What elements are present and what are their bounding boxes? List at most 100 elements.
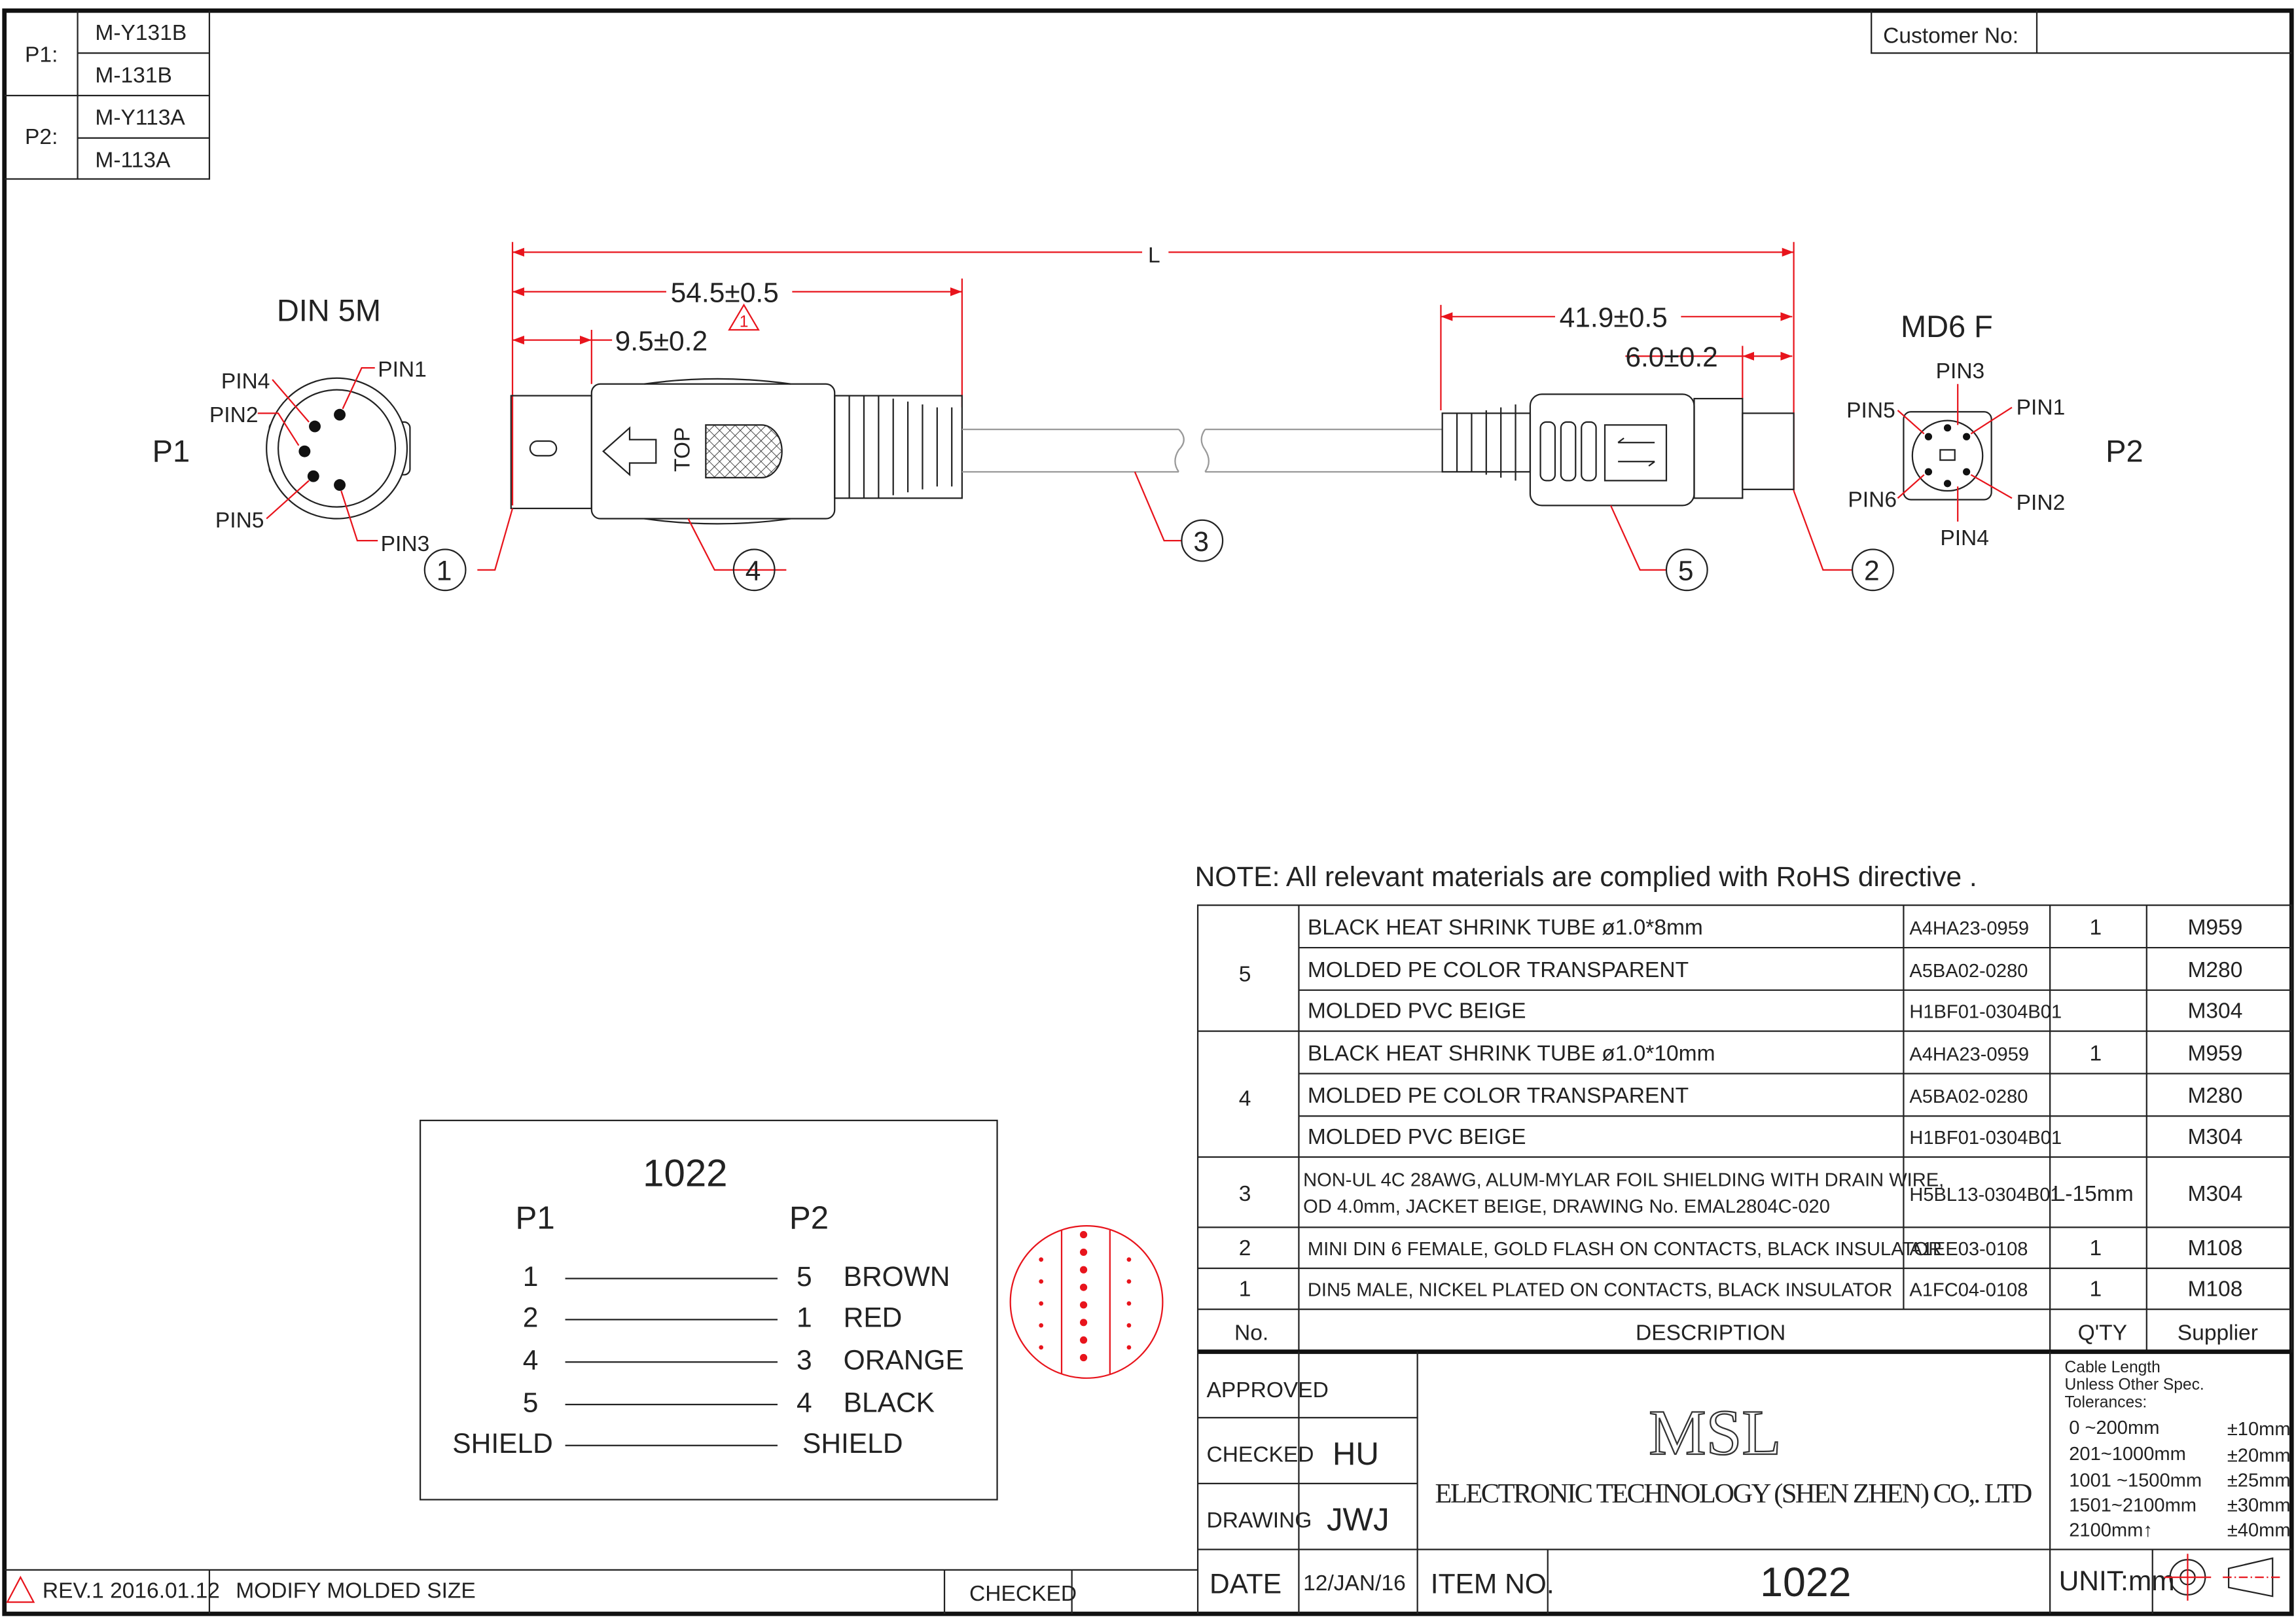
p1-pin4: PIN4	[221, 369, 270, 393]
item-no-label: ITEM NO.	[1431, 1569, 1554, 1600]
wire-p2-pin: 1	[797, 1303, 812, 1334]
tolerance-value: ±10mm	[2227, 1419, 2291, 1440]
bom-part: H1BF01-0304B01	[1909, 1001, 2062, 1022]
p2-part-code: M-113A	[95, 149, 171, 173]
balloon-3: 3	[1193, 527, 1209, 558]
p2-pin6: PIN6	[1848, 488, 1897, 512]
bom-no: 5	[1239, 963, 1251, 987]
p1-part-label: P1:	[25, 43, 58, 67]
p1-pin1: PIN1	[378, 358, 427, 382]
bom-desc: MOLDED PVC BEIGE	[1308, 1125, 1526, 1149]
revision-description: MODIFY MOLDED SIZE	[236, 1578, 476, 1603]
p1-pin3: PIN3	[381, 532, 430, 556]
p2-connector-side	[1441, 393, 1795, 507]
balloon-4: 4	[745, 556, 761, 587]
bom-desc: BLACK HEAT SHRINK TUBE ø1.0*10mm	[1308, 1041, 1715, 1065]
tolerance-title: Unless Other Spec.	[2065, 1376, 2204, 1394]
tolerance-title: Cable Length	[2065, 1359, 2161, 1376]
approved-label: APPROVED	[1206, 1378, 1328, 1402]
bom-part: A5BA02-0280	[1909, 1086, 2028, 1107]
p2-pin1: PIN1	[2017, 396, 2066, 420]
bom-header-qty: Q'TY	[2078, 1321, 2127, 1346]
wire-p1-pin: 2	[523, 1303, 539, 1334]
wire-color: BROWN	[844, 1262, 950, 1293]
wiring-p1: P1	[516, 1200, 555, 1236]
tolerance-range: 1501~2100mm	[2069, 1495, 2197, 1516]
bom-supplier: M304	[2187, 999, 2242, 1023]
p2-title: MD6 F	[1901, 309, 1993, 344]
revision-marker-icon: 1	[740, 313, 749, 330]
p1-title: DIN 5M	[277, 293, 381, 328]
top-label: TOP	[671, 427, 695, 472]
dim-54-5: 54.5±0.5	[671, 277, 779, 308]
tolerance-range: 0 ~200mm	[2069, 1418, 2159, 1438]
tolerance-title: Tolerances:	[2065, 1394, 2147, 1412]
balloons: 1 2 3 4 5	[423, 471, 1894, 592]
bom-supplier: M108	[2187, 1236, 2242, 1260]
wire-p2-pin: SHIELD	[802, 1429, 903, 1459]
bom-header-desc: DESCRIPTION	[1636, 1321, 1785, 1346]
wire-p2-pin: 4	[797, 1387, 812, 1418]
wire-p1-pin: 4	[523, 1345, 539, 1376]
balloon-5: 5	[1678, 556, 1694, 587]
bom-no: 4	[1239, 1087, 1251, 1111]
bom-header-no: No.	[1234, 1321, 1268, 1346]
bom-qty: 1	[2090, 1041, 2102, 1065]
bom-supplier: M304	[2187, 1125, 2242, 1149]
p1-pin5: PIN5	[215, 508, 264, 533]
bom-part: A4HA23-0959	[1909, 918, 2029, 939]
p2-part-code: M-Y113A	[95, 106, 185, 130]
tolerance-value: ±30mm	[2227, 1495, 2291, 1516]
date-value: 12/JAN/16	[1303, 1571, 1406, 1596]
drawing-label: DRAWING	[1206, 1508, 1312, 1533]
p1-label: P1	[152, 433, 190, 468]
cable-cross-section-icon	[1009, 1225, 1164, 1379]
bom-supplier: M280	[2187, 1084, 2242, 1108]
cable	[961, 428, 1443, 473]
wire-p1-pin: 5	[523, 1387, 539, 1418]
tolerance-range: 201~1000mm	[2069, 1444, 2186, 1465]
bom-supplier: M959	[2187, 1041, 2242, 1065]
bom-qty: L-15mm	[2053, 1182, 2134, 1206]
wire-color: RED	[844, 1303, 903, 1334]
tolerance-range: 1001 ~1500mm	[2069, 1470, 2202, 1491]
p1-part-code: M-Y131B	[95, 21, 187, 45]
revision-strip: REV.1 2016.01.12 MODIFY MOLDED SIZE CHEC…	[4, 1569, 1198, 1614]
bom-part: A5BA02-0280	[1909, 961, 2028, 982]
p2-face-view: MD6 F P2 PIN1 PIN2 PIN3 PIN4 PIN5 PIN6	[1846, 309, 2143, 550]
revision-label: REV.1 2016.01.12	[43, 1578, 220, 1603]
bom-supplier: M108	[2187, 1277, 2242, 1302]
bom-qty: 1	[2090, 1236, 2102, 1260]
customer-no-box: Customer No:	[1871, 10, 2292, 54]
bom-desc: DIN5 MALE, NICKEL PLATED ON CONTACTS, BL…	[1308, 1280, 1893, 1301]
first-angle-projection-icon	[2164, 1554, 2280, 1601]
wiring-title: 1022	[643, 1152, 727, 1195]
bom-desc: BLACK HEAT SHRINK TUBE ø1.0*8mm	[1308, 916, 1703, 940]
bom-desc: MOLDED PVC BEIGE	[1308, 999, 1526, 1023]
tolerance-value: ±40mm	[2227, 1520, 2291, 1541]
tolerance-range: 2100mm↑	[2069, 1520, 2153, 1541]
company-name: ELECTRONIC TECHNOLOGY (SHEN ZHEN) CO,. L…	[1435, 1478, 2033, 1509]
bom-no: 3	[1239, 1182, 1251, 1206]
p1-pin2: PIN2	[209, 403, 259, 427]
p2-pin5: PIN5	[1846, 399, 1895, 423]
dimensions: L 54.5±0.5 1 9.5±0.2 41.9±0.5 6.0±0.2	[511, 240, 1795, 506]
wiring-diagram: 1022 P1 P2 1 5 BROWN 2 1 RED 4 3 ORANGE …	[419, 1119, 998, 1501]
wiring-p2: P2	[789, 1200, 829, 1236]
parts-table: P1: M-Y131B M-131B P2: M-Y113A M-113A	[4, 10, 211, 180]
company-logo: MSL	[1649, 1397, 1781, 1469]
bom-no: 1	[1239, 1277, 1251, 1302]
dim-l: L	[1148, 243, 1160, 268]
wire-p1-pin: 1	[523, 1262, 539, 1293]
balloon-2: 2	[1864, 556, 1880, 587]
sheet-border	[2, 8, 2294, 1616]
p2-pin4: PIN4	[1940, 526, 1989, 550]
bom-qty: 1	[2090, 916, 2102, 940]
p1-face-view: DIN 5M P1 PIN1 PIN2 PIN3 PIN4 PIN5	[152, 293, 430, 556]
dim-41-9: 41.9±0.5	[1560, 302, 1668, 333]
p1-part-code: M-131B	[95, 63, 171, 88]
bom-supplier: M280	[2187, 958, 2242, 982]
customer-no-label: Customer No:	[1883, 24, 2018, 48]
rohs-note: NOTE: All relevant materials are complie…	[1195, 862, 1977, 893]
